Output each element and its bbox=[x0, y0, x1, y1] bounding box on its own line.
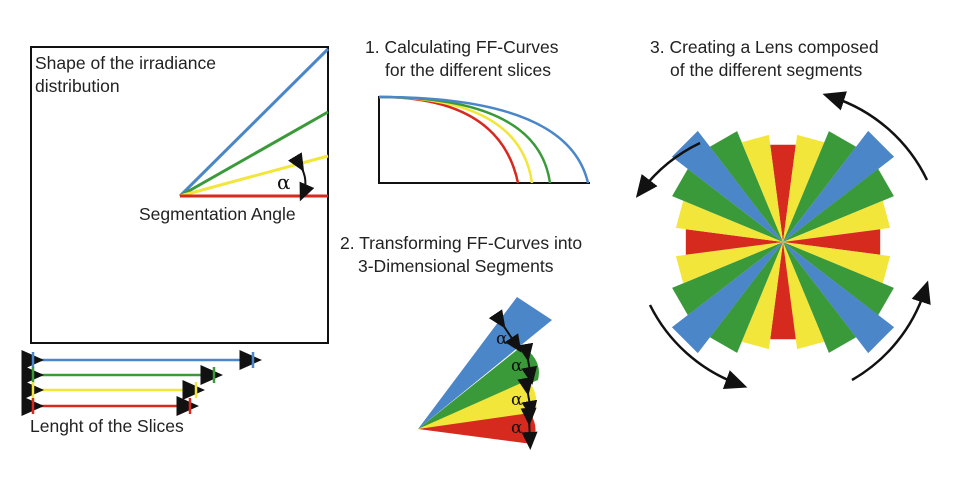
step2-panel: 2. Transforming FF-Curves into 3-Dimensi… bbox=[340, 233, 582, 450]
ray-green bbox=[179, 110, 329, 198]
lens-wedge-yellow bbox=[741, 134, 783, 242]
alpha-arrow-3 bbox=[517, 376, 538, 419]
segmentation-angle-label: Segmentation Angle bbox=[139, 204, 296, 224]
ff-curve-green bbox=[378, 95, 552, 184]
irradiance-title-line2: distribution bbox=[35, 76, 120, 96]
rotation-arrow-bottom-right bbox=[851, 280, 931, 382]
lens-wedge-blue bbox=[783, 130, 895, 242]
step3-title-line1: 3. Creating a Lens composed bbox=[650, 37, 879, 57]
ray-blue bbox=[178, 47, 330, 198]
segment-alpha-3: α bbox=[511, 390, 523, 410]
irradiance-panel: Shape of the irradiance distribution α S… bbox=[30, 46, 330, 344]
irradiance-title-line1: Shape of the irradiance bbox=[35, 53, 216, 73]
lens-wedge-red bbox=[783, 229, 881, 255]
lens-wedge-blue bbox=[671, 130, 783, 242]
lens-wedge-green bbox=[709, 242, 783, 353]
ff-curve-blue bbox=[378, 95, 590, 184]
step3-title-line2: of the different segments bbox=[670, 60, 863, 80]
ff-axes bbox=[378, 96, 590, 184]
lens-wedge-blue bbox=[671, 242, 783, 354]
alpha-arrow-1 bbox=[488, 309, 522, 353]
segment-alpha-2: α bbox=[511, 356, 523, 376]
step1-panel: 1. Calculating FF-Curves for the differe… bbox=[365, 37, 590, 184]
lens-wedge-green bbox=[783, 242, 857, 353]
alpha-arrow-4 bbox=[520, 407, 538, 450]
rotation-arrow-bottom-left bbox=[648, 304, 748, 390]
lens-wedge-green bbox=[783, 242, 894, 316]
alpha-arrow-2 bbox=[517, 342, 538, 385]
lens-wedge-yellow bbox=[741, 242, 783, 350]
step2-title-line2: 3-Dimensional Segments bbox=[358, 256, 554, 276]
slice-length-blue bbox=[21, 350, 262, 370]
slice-length-red bbox=[21, 396, 199, 416]
alpha-symbol: α bbox=[277, 170, 291, 194]
step3-panel: 3. Creating a Lens composed of the diffe… bbox=[635, 37, 931, 390]
slices-label: Lenght of the Slices bbox=[30, 416, 184, 436]
segment-alpha-1: α bbox=[496, 329, 508, 349]
lens-wedge-yellow bbox=[783, 134, 825, 242]
segmentation-angle-arrow bbox=[287, 152, 315, 202]
lens-wedge-yellow bbox=[675, 242, 783, 284]
segment-green bbox=[418, 346, 539, 429]
segment-red bbox=[418, 413, 536, 444]
lens-wedge-red bbox=[770, 144, 796, 242]
lens-wedge-red bbox=[685, 229, 783, 255]
lens-wedge-green bbox=[672, 168, 783, 242]
step2-title-line1: 2. Transforming FF-Curves into bbox=[340, 233, 582, 253]
step1-title-line1: 1. Calculating FF-Curves bbox=[365, 37, 559, 57]
lens-wedge-blue bbox=[783, 242, 895, 354]
slice-length-green bbox=[21, 365, 223, 385]
rotation-arrow-top-left bbox=[635, 141, 701, 198]
lens-wedge-yellow bbox=[783, 242, 825, 350]
lens-wedge-yellow bbox=[783, 242, 891, 284]
rotation-arrow-top-right bbox=[822, 91, 929, 181]
lens-wedge-green bbox=[783, 168, 894, 242]
lens-wedge-green bbox=[672, 242, 783, 316]
segment-alpha-4: α bbox=[511, 418, 523, 438]
lens-wedge-green bbox=[709, 131, 783, 242]
slice-length-yellow bbox=[21, 380, 205, 400]
lens-wedge-red bbox=[770, 242, 796, 340]
lens-wedge-green bbox=[783, 131, 857, 242]
composite-lens bbox=[671, 130, 895, 354]
step1-title-line2: for the different slices bbox=[385, 60, 551, 80]
slice-length-bars: Lenght of the Slices bbox=[21, 350, 262, 436]
lens-wedge-yellow bbox=[783, 200, 891, 242]
lens-wedge-yellow bbox=[675, 200, 783, 242]
